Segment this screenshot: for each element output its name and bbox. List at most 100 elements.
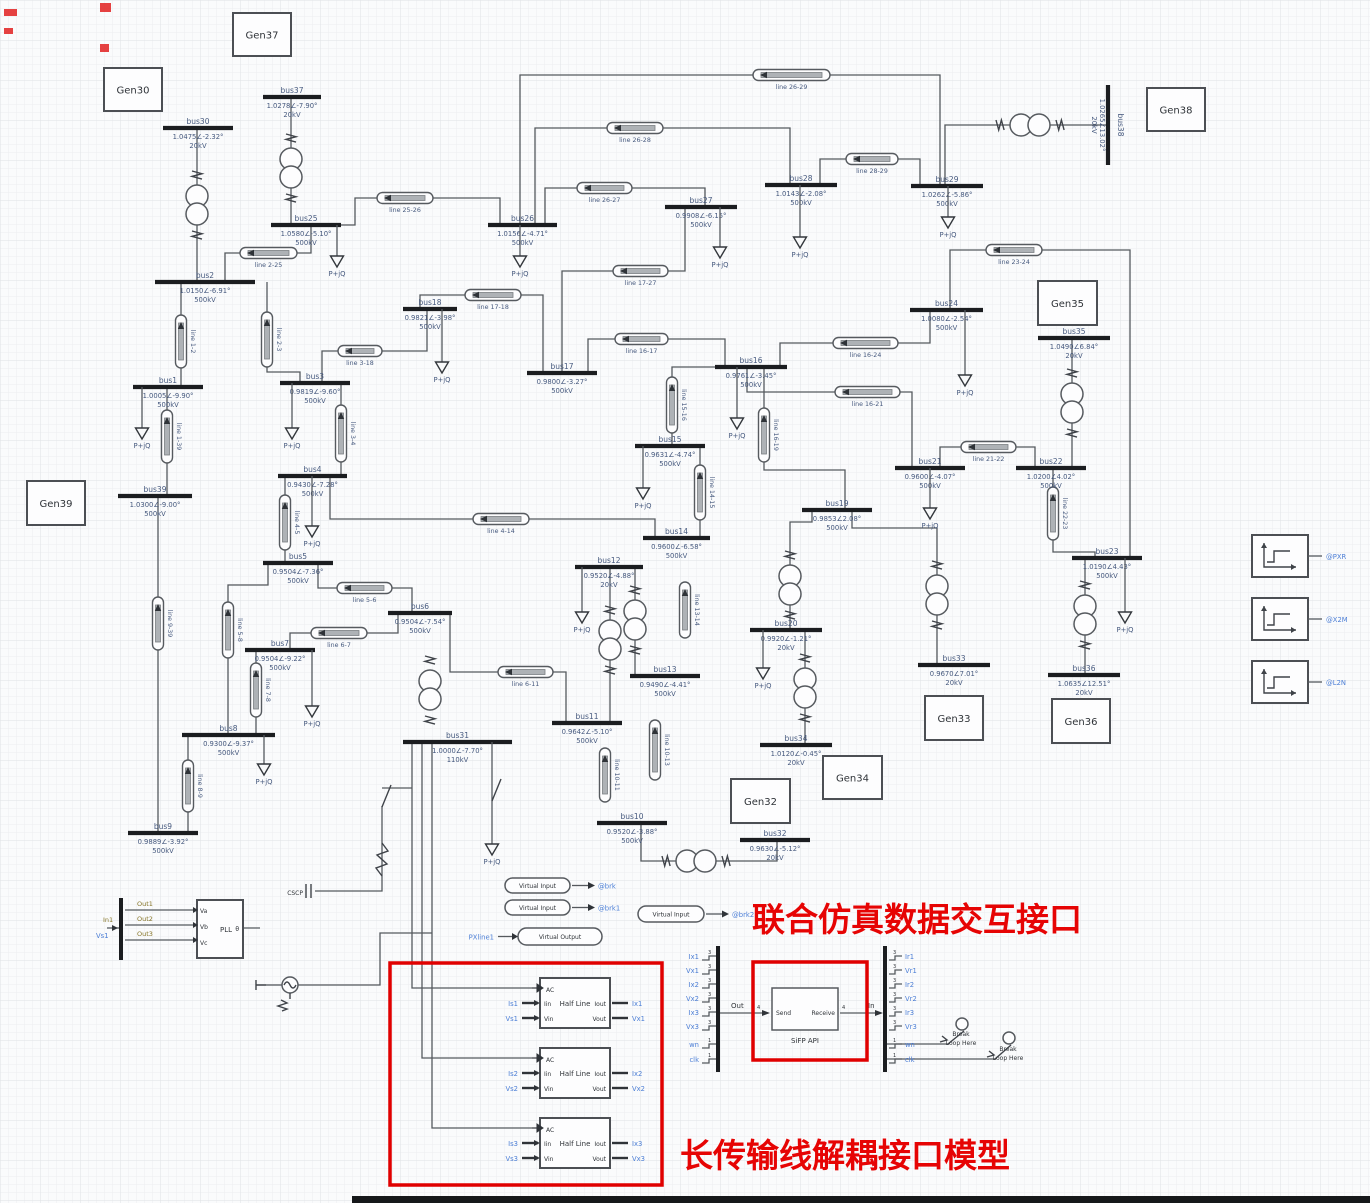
transmission-line-line-3-4[interactable]: line 3-4 (334, 404, 357, 463)
load-pjq[interactable]: P+jQ (328, 225, 346, 278)
generator-Gen35[interactable]: Gen35 (1037, 280, 1098, 326)
transmission-line-line-1-39[interactable]: line 1-39 (160, 409, 183, 464)
transmission-line-line-17-18[interactable]: line 17-18 (464, 288, 522, 312)
generator-Gen30[interactable]: Gen30 (103, 67, 163, 112)
bus-bus1[interactable]: bus11.0005∠-9.90°500kV (133, 376, 203, 409)
load-pjq[interactable]: P+jQ (433, 309, 451, 384)
load-pjq[interactable]: P+jQ (303, 650, 321, 728)
step-signal-block[interactable]: @PXR (1251, 534, 1347, 578)
load-pjq[interactable]: P+jQ (634, 446, 652, 510)
load-pjq[interactable]: P+jQ (921, 468, 939, 530)
load-pjq[interactable]: P+jQ (791, 185, 809, 259)
transmission-line-line-26-29[interactable]: line 26-29 (752, 68, 831, 92)
transformer[interactable] (1060, 368, 1084, 438)
transformer[interactable] (598, 605, 622, 675)
transmission-line-line-2-25[interactable]: line 2-25 (239, 246, 298, 270)
load-pjq[interactable]: P+jQ (255, 735, 273, 786)
load-pjq[interactable]: P+jQ (283, 383, 301, 450)
transformer[interactable] (1073, 580, 1097, 650)
breaker-switch[interactable] (491, 778, 502, 802)
load-pjq[interactable]: P+jQ (511, 225, 529, 278)
transmission-line-line-16-19[interactable]: line 16-19 (757, 407, 780, 463)
generator-Gen33[interactable]: Gen33 (924, 695, 984, 741)
sifp-api-block[interactable] (771, 987, 839, 1031)
transmission-line-line-6-11[interactable]: line 6-11 (497, 665, 554, 689)
load-pjq[interactable]: P+jQ (939, 186, 957, 239)
generator-Gen37[interactable]: Gen37 (232, 12, 292, 57)
transformer[interactable] (623, 585, 647, 655)
transformer[interactable] (661, 849, 731, 873)
transmission-line-line-3-18[interactable]: line 3-18 (337, 344, 383, 368)
transmission-line-line-16-17[interactable]: line 16-17 (614, 332, 669, 356)
transmission-line-line-22-23[interactable]: line 22-23 (1046, 486, 1069, 541)
transformer[interactable] (418, 655, 442, 725)
transmission-line-line-5-6[interactable]: line 5-6 (336, 581, 393, 605)
sifp-demux-bar[interactable] (883, 946, 887, 1072)
load-pjq[interactable]: P+jQ (711, 207, 729, 269)
virtual-input-block[interactable]: Virtual Input@brk (504, 877, 616, 894)
bus-bus2[interactable]: bus21.0150∠-6.91°500kV (155, 271, 255, 304)
load-pjq[interactable]: P+jQ (1116, 558, 1134, 634)
virtual-input-block[interactable]: Virtual Input@brk2 (637, 905, 754, 923)
load-pjq[interactable]: P+jQ (573, 567, 591, 634)
load-pjq[interactable]: P+jQ (728, 367, 746, 440)
transformer[interactable] (793, 653, 817, 723)
generator-Gen32[interactable]: Gen32 (730, 778, 791, 824)
transmission-line-line-4-5[interactable]: line 4-5 (278, 494, 301, 551)
transmission-line-line-13-14[interactable]: line 13-14 (678, 581, 701, 639)
transmission-line-line-8-9[interactable]: line 8-9 (181, 759, 204, 813)
load-pjq[interactable]: P+jQ (754, 630, 772, 690)
transformer[interactable] (995, 113, 1065, 137)
transmission-line-line-2-3[interactable]: line 2-3 (260, 311, 283, 368)
ac-source[interactable] (255, 976, 299, 1012)
transformer[interactable] (925, 560, 949, 630)
transmission-line-line-5-8[interactable]: line 5-8 (221, 601, 244, 659)
transmission-line-line-9-39[interactable]: line 9-39 (151, 596, 174, 651)
transmission-line-line-26-27[interactable]: line 26-27 (576, 181, 633, 205)
pll-block[interactable] (196, 899, 244, 959)
transmission-line-line-26-28[interactable]: line 26-28 (606, 121, 664, 145)
transmission-line-line-28-29[interactable]: line 28-29 (845, 152, 899, 176)
load-pjq[interactable]: P+jQ (303, 476, 321, 548)
breaker-switch[interactable] (381, 784, 392, 808)
transmission-line-line-16-24[interactable]: line 16-24 (832, 336, 899, 360)
transmission-line-line-14-15[interactable]: line 14-15 (693, 464, 716, 521)
transmission-line-line-15-16[interactable]: line 15-16 (665, 376, 688, 434)
generator-Gen38[interactable]: Gen38 (1146, 87, 1206, 132)
step-signal-block[interactable]: @L2N (1251, 660, 1346, 704)
generator-Gen39[interactable]: Gen39 (26, 480, 86, 526)
load-pjq[interactable]: P+jQ (483, 742, 501, 866)
step-signal-block[interactable]: @X2M (1251, 597, 1348, 641)
cscp-terminal-icon[interactable] (305, 884, 312, 898)
transmission-line-line-21-22[interactable]: line 21-22 (960, 440, 1017, 464)
transmission-line-line-23-24[interactable]: line 23-24 (985, 243, 1043, 267)
